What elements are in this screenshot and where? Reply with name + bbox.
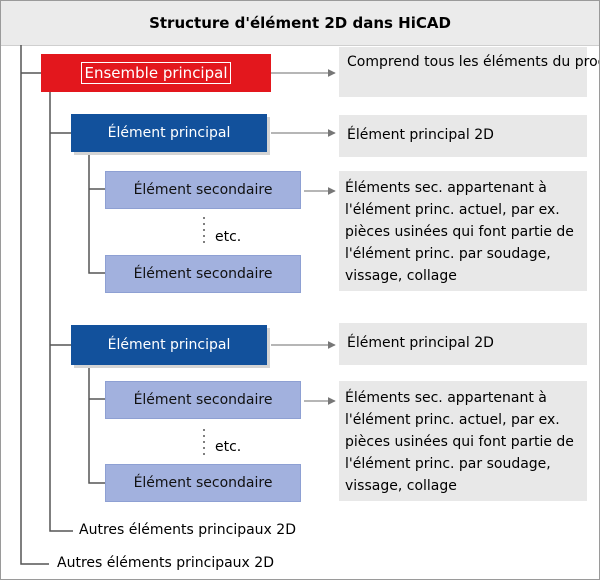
other-main-elements-outer: Autres éléments principaux 2D (57, 555, 274, 571)
main-element-description-1: Élément principal 2D (339, 115, 587, 157)
diagram-title: Structure d'élément 2D dans HiCAD (1, 1, 599, 46)
root-description: Comprend tous les éléments du produit à … (339, 47, 599, 97)
secondary-element-node-1a: Élément secondaire (105, 171, 301, 209)
etc-label-1: etc. (215, 229, 242, 245)
other-main-elements-inner: Autres éléments principaux 2D (79, 522, 296, 538)
secondary-element-node-1b: Élément secondaire (105, 255, 301, 293)
main-element-description-2: Élément principal 2D (339, 323, 587, 365)
main-element-node-1: Élément principal (71, 114, 267, 152)
secondary-element-node-2b: Élément secondaire (105, 464, 301, 502)
secondary-element-description-1: Éléments sec. appartenant à l'élément pr… (339, 171, 587, 291)
main-element-node-2: Élément principal (71, 325, 267, 365)
etc-label-2: etc. (215, 439, 242, 455)
root-node: Ensemble principal (41, 54, 271, 92)
secondary-element-description-2: Éléments sec. appartenant à l'élément pr… (339, 381, 587, 501)
root-node-label: Ensemble principal (80, 62, 232, 84)
secondary-element-node-2a: Élément secondaire (105, 381, 301, 419)
